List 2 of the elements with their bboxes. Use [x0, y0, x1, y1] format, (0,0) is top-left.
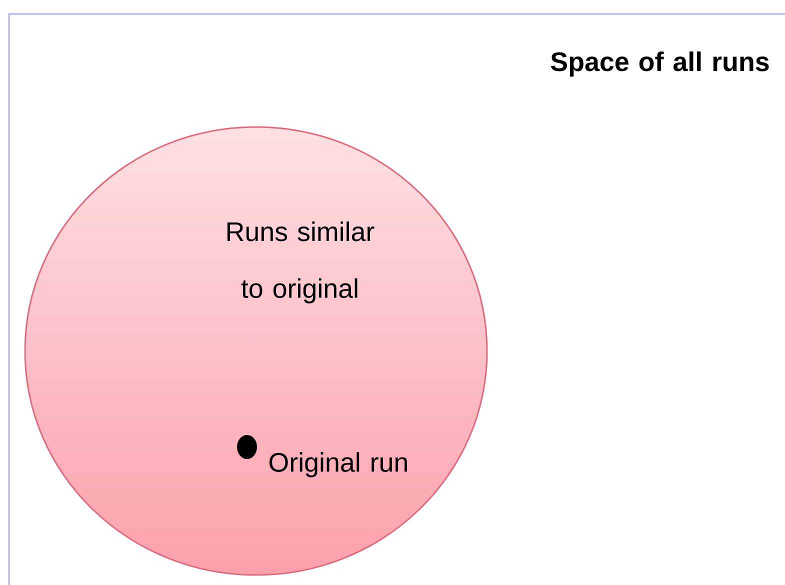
dot — [237, 434, 257, 459]
dot-label: Original run — [269, 452, 407, 478]
